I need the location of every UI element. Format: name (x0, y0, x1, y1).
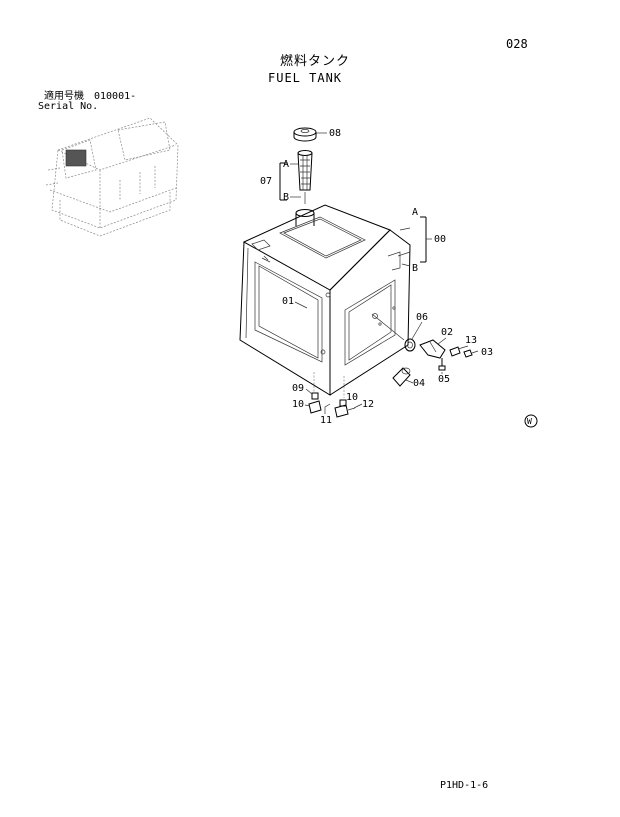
filler-strainer (297, 150, 313, 191)
callout-07: 07 (260, 176, 272, 187)
serial-value: 010001- (94, 91, 137, 102)
callout-01: 01 (282, 296, 294, 307)
callout-13: 13 (465, 335, 477, 346)
callout-b-top: B (283, 192, 289, 203)
w-mark-circle (524, 414, 538, 428)
callout-a-right: A (412, 207, 418, 218)
callout-06: 06 (416, 312, 428, 323)
callout-04: 04 (413, 378, 425, 389)
title-english: FUEL TANK (268, 71, 343, 85)
callout-05: 05 (438, 374, 450, 385)
serial-label-english: Serial No. (38, 101, 99, 112)
callout-09: 09 (292, 383, 304, 394)
tank-highlight-icon (65, 149, 87, 167)
callout-02: 02 (441, 327, 453, 338)
machine-locator-thumbnail (45, 117, 179, 237)
filler-cap (293, 127, 317, 142)
callout-10-right: 10 (346, 392, 358, 403)
footer-code: P1HD-1-6 (440, 780, 489, 791)
callout-08: 08 (329, 128, 341, 139)
w-mark: W (527, 417, 532, 426)
fuel-tank-body (239, 204, 411, 396)
callout-00: 00 (434, 234, 446, 245)
title-japanese: 燃料タンク (280, 54, 351, 69)
callout-11: 11 (320, 415, 332, 426)
callout-a-top: A (283, 159, 289, 170)
drain-valve-assembly (392, 338, 479, 387)
serial-label-japanese: 適用号機 (44, 91, 84, 102)
callout-03: 03 (481, 347, 493, 358)
callout-12: 12 (362, 399, 374, 410)
page-number: 028 (506, 37, 528, 51)
callout-10-left: 10 (292, 399, 304, 410)
callout-b-right: B (412, 263, 418, 274)
mounting-hardware (308, 372, 356, 418)
